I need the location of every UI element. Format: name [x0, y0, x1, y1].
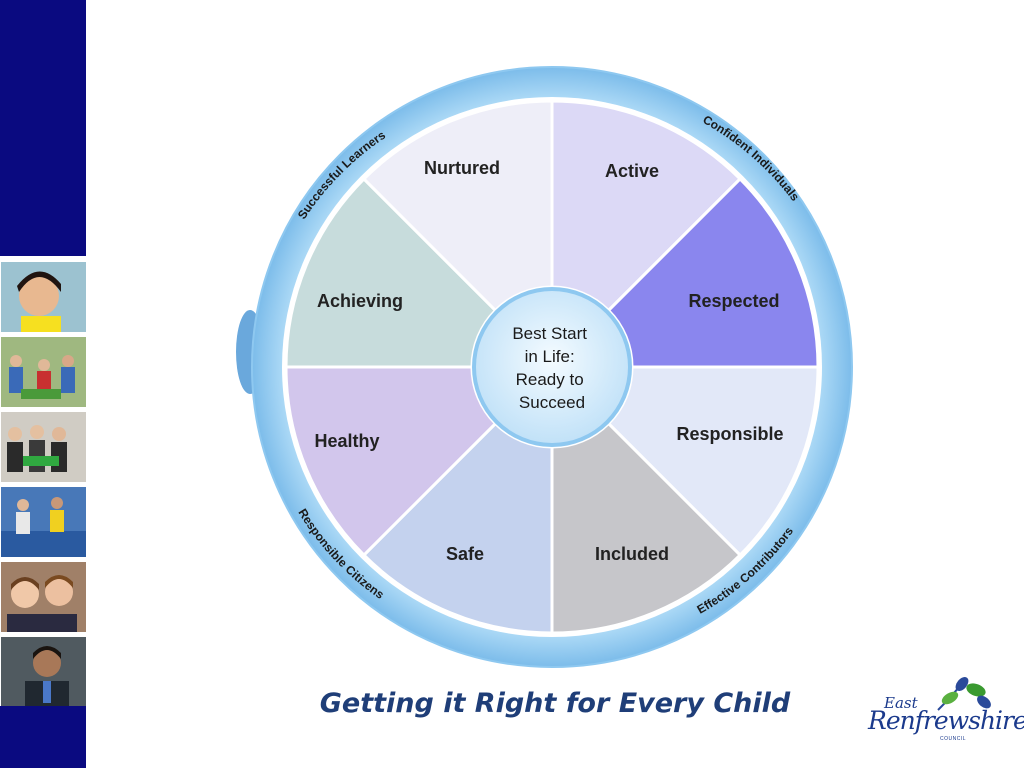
- center-line-3: Ready to: [516, 370, 584, 389]
- east-renfrewshire-logo: East Renfrewshire COUNCIL: [862, 672, 1024, 752]
- segment-label-active: Active: [605, 161, 659, 181]
- segments-group: [284, 99, 820, 635]
- segment-label-nurtured: Nurtured: [424, 158, 500, 178]
- sidebar-bottom-block: [0, 706, 86, 768]
- photo-sports-game: [1, 487, 86, 557]
- segment-label-responsible: Responsible: [676, 424, 783, 444]
- logo-council-text: COUNCIL: [940, 736, 967, 742]
- center-circle: [476, 291, 628, 443]
- diagram-caption: Getting it Right for Every Child: [319, 688, 791, 719]
- photo-child-smiling: [1, 262, 86, 332]
- segment-label-respected: Respected: [688, 291, 779, 311]
- segment-label-included: Included: [595, 544, 669, 564]
- photo-boys-smiling: [1, 562, 86, 632]
- photo-pupil-portrait: [1, 637, 86, 707]
- center-line-1: Best Start: [512, 324, 587, 343]
- sidebar: [0, 0, 88, 768]
- photo-children-playing: [1, 337, 86, 407]
- sidebar-top-block: [0, 0, 86, 256]
- svg-text:Best Start in Life:: Best Start in Life: Ready to Succeed: [512, 324, 591, 412]
- center-line-2: in Life:: [525, 347, 575, 366]
- center-line-4: Succeed: [519, 393, 585, 412]
- photo-pupils-group: [1, 412, 86, 482]
- segment-label-safe: Safe: [446, 544, 484, 564]
- logo-name-text: Renfrewshire: [868, 706, 1024, 735]
- logo-east-text: East: [884, 694, 918, 712]
- segment-label-healthy: Healthy: [314, 431, 379, 451]
- segment-label-achieving: Achieving: [317, 291, 403, 311]
- logo-leaves-icon: [937, 677, 991, 711]
